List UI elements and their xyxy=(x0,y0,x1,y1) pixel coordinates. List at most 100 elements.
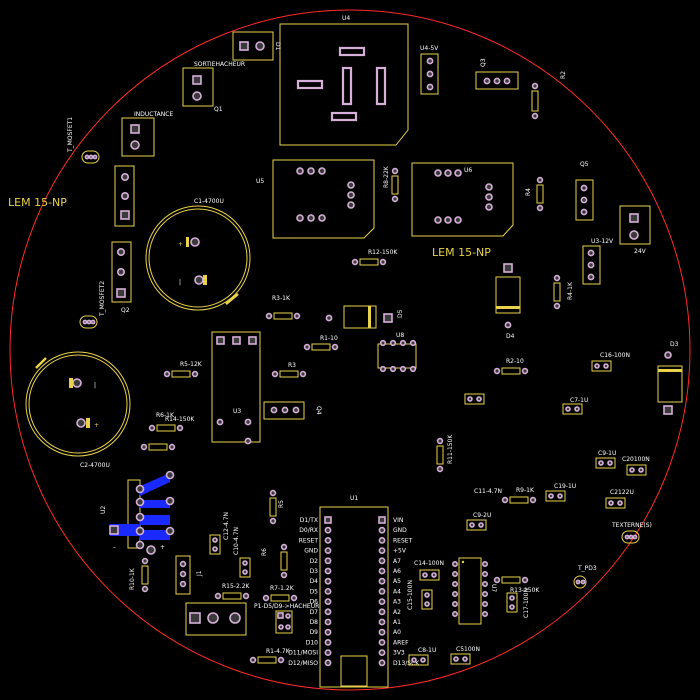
component-d3[interactable]: D3 xyxy=(657,341,683,415)
u1-pin-pad-right[interactable] xyxy=(378,547,386,554)
component-r2[interactable]: R2 xyxy=(531,71,567,120)
component-u5[interactable]: U5 xyxy=(256,159,375,239)
u1-pin-pad-left[interactable] xyxy=(324,516,332,524)
component-u3-12v[interactable]: U3-12V xyxy=(582,238,614,285)
u1-pin-pad-right[interactable] xyxy=(378,526,386,534)
component-u2[interactable]: U2 + – xyxy=(100,470,175,555)
u1-pin-pad-right[interactable] xyxy=(378,659,386,667)
component-r8[interactable]: R8-22K xyxy=(383,165,399,203)
u1-pin-pad-left[interactable] xyxy=(324,588,332,595)
component-r-mid[interactable] xyxy=(140,443,176,451)
u1-pin-pad-left[interactable] xyxy=(324,639,332,646)
component-cap-mid[interactable] xyxy=(464,393,485,405)
component-u6[interactable]: U6 xyxy=(411,162,514,237)
component-r11[interactable]: R11-150K xyxy=(436,434,454,473)
component-c21[interactable]: C2122U xyxy=(605,489,634,509)
u1-pin-pad-left[interactable] xyxy=(324,628,332,636)
component-c7[interactable]: C7-1U xyxy=(562,397,588,415)
component-d4[interactable]: D4 xyxy=(495,263,521,340)
u1-pin-pad-right[interactable] xyxy=(378,537,386,544)
component-c9-2u[interactable]: C9-2U xyxy=(466,512,491,531)
component-c15[interactable]: C15-100N xyxy=(407,580,433,610)
component-p1[interactable]: P1-D5/D9->HACHEUR xyxy=(254,603,319,634)
u1-pin-pad-left[interactable] xyxy=(324,567,332,575)
component-texterne[interactable]: TEXTERNE(S) xyxy=(611,522,652,544)
component-c10[interactable]: C10-4.7N xyxy=(233,527,251,578)
component-r4-1k[interactable]: R4-1K xyxy=(553,274,574,310)
component-q1[interactable]: SORTIEHACHEUR Q1 xyxy=(182,61,245,113)
u1-pin-pad-right[interactable] xyxy=(378,516,386,524)
component-24v-connector[interactable]: 24V xyxy=(619,205,651,255)
u1-pin-pad-right[interactable] xyxy=(378,618,386,626)
component-t-mosfet1[interactable]: T_MOSFET1 xyxy=(67,117,100,164)
u1-pin-pad-right[interactable] xyxy=(378,588,386,595)
component-c8[interactable]: C8-1U xyxy=(408,647,436,666)
component-r9[interactable]: R9-1K xyxy=(501,487,537,504)
u1-pin-pad-left[interactable] xyxy=(324,649,332,656)
component-q-left[interactable] xyxy=(114,165,135,227)
u1-pin-pad-left[interactable] xyxy=(324,577,332,585)
component-c16[interactable]: C16-100N xyxy=(591,352,630,372)
component-c20[interactable]: C20100N xyxy=(622,456,650,476)
component-r6[interactable]: R6 xyxy=(261,543,288,579)
component-d1[interactable]: D1 xyxy=(232,31,281,61)
component-r12[interactable]: R12-150K xyxy=(351,249,399,266)
component-q4[interactable]: Q4 xyxy=(263,401,322,420)
component-t-pd3[interactable]: T_PD3 xyxy=(573,565,597,589)
u1-pin-pad-right[interactable] xyxy=(378,567,386,575)
component-r1-10[interactable]: R1-10 xyxy=(303,335,339,351)
u1-pin-pad-left[interactable] xyxy=(324,598,332,605)
u1-pin-pad-left[interactable] xyxy=(324,608,332,616)
u1-pin-pad-left[interactable] xyxy=(324,526,332,534)
u1-pin-pad-right[interactable] xyxy=(378,608,386,616)
component-r14[interactable]: R6-1K R14-150K xyxy=(148,412,196,432)
component-u4[interactable]: U4 xyxy=(279,15,409,146)
u1-pin-pad-left[interactable] xyxy=(324,659,332,667)
component-c12[interactable]: C12-4.7N xyxy=(209,512,230,555)
component-u1[interactable]: U1 D1/TXD0/RXRESETGNDD2D3D4D5D6D7D8D9D10… xyxy=(288,495,420,688)
component-r2-10[interactable]: R2-10 xyxy=(493,358,529,375)
component-u4-5v[interactable]: U4-5V xyxy=(420,45,439,95)
sortie-label: SORTIEHACHEUR xyxy=(194,61,245,68)
component-c9-1u[interactable]: C9-1U xyxy=(595,450,616,469)
component-q2[interactable]: Q2 T_MOSFET2 xyxy=(79,241,132,329)
u1-pin-pad-left[interactable] xyxy=(324,547,332,554)
component-q3[interactable]: Q3 xyxy=(475,58,519,90)
u1-pin-pad-right[interactable] xyxy=(378,649,386,656)
component-u3[interactable]: U3 xyxy=(211,331,261,445)
component-u7[interactable]: U7 xyxy=(451,557,497,625)
component-r7[interactable]: R7-1.2K xyxy=(262,585,298,602)
component-r3-1k[interactable]: R3-1K xyxy=(265,295,301,320)
u1-pin-pad-right[interactable] xyxy=(378,628,386,636)
component-q5[interactable]: Q5 xyxy=(575,161,594,221)
component-c14[interactable]: C14-100N xyxy=(414,560,444,581)
u1-pin-pad-right[interactable] xyxy=(378,557,386,565)
u1-pin-pad-left[interactable] xyxy=(324,557,332,565)
component-j1[interactable]: J1 xyxy=(175,555,203,595)
component-c5[interactable]: C5100N xyxy=(450,646,480,665)
u1-pin-pad-left[interactable] xyxy=(324,618,332,626)
component-c11[interactable]: C11-4.7N xyxy=(474,488,502,495)
component-c19[interactable]: C19-1U xyxy=(545,483,576,502)
u1-pin-pad-right[interactable] xyxy=(378,577,386,585)
component-inductance[interactable]: INDUCTANCE xyxy=(121,111,173,157)
u1-pin-pad-right[interactable] xyxy=(378,598,386,605)
c20-label: C20100N xyxy=(622,456,650,463)
component-c1[interactable]: C1-4700U + | xyxy=(145,198,251,311)
component-r10[interactable]: R10-1K xyxy=(129,557,149,593)
component-r3[interactable]: R3 xyxy=(271,362,307,378)
r6b-label: R6 xyxy=(261,548,268,556)
component-u8[interactable]: U8 xyxy=(377,332,417,373)
component-c17[interactable]: C17-100N xyxy=(506,588,530,618)
component-r4[interactable]: R4 xyxy=(525,176,544,212)
component-r13[interactable]: R13-150K xyxy=(493,576,541,594)
u1-pin-pad-left[interactable] xyxy=(324,537,332,544)
component-r5-12k[interactable]: R5-12K xyxy=(163,361,203,378)
component-r5[interactable]: R5 xyxy=(269,489,285,525)
component-r1-47k[interactable]: R1-4.7K xyxy=(249,648,291,664)
component-terminal-block[interactable] xyxy=(185,602,247,636)
u1-pin-pad-right[interactable] xyxy=(378,639,386,646)
component-c2[interactable]: | + C2-4700U xyxy=(25,351,131,469)
component-r15[interactable]: R15-2.2K xyxy=(214,583,251,600)
component-d5[interactable]: D5 xyxy=(325,305,404,329)
